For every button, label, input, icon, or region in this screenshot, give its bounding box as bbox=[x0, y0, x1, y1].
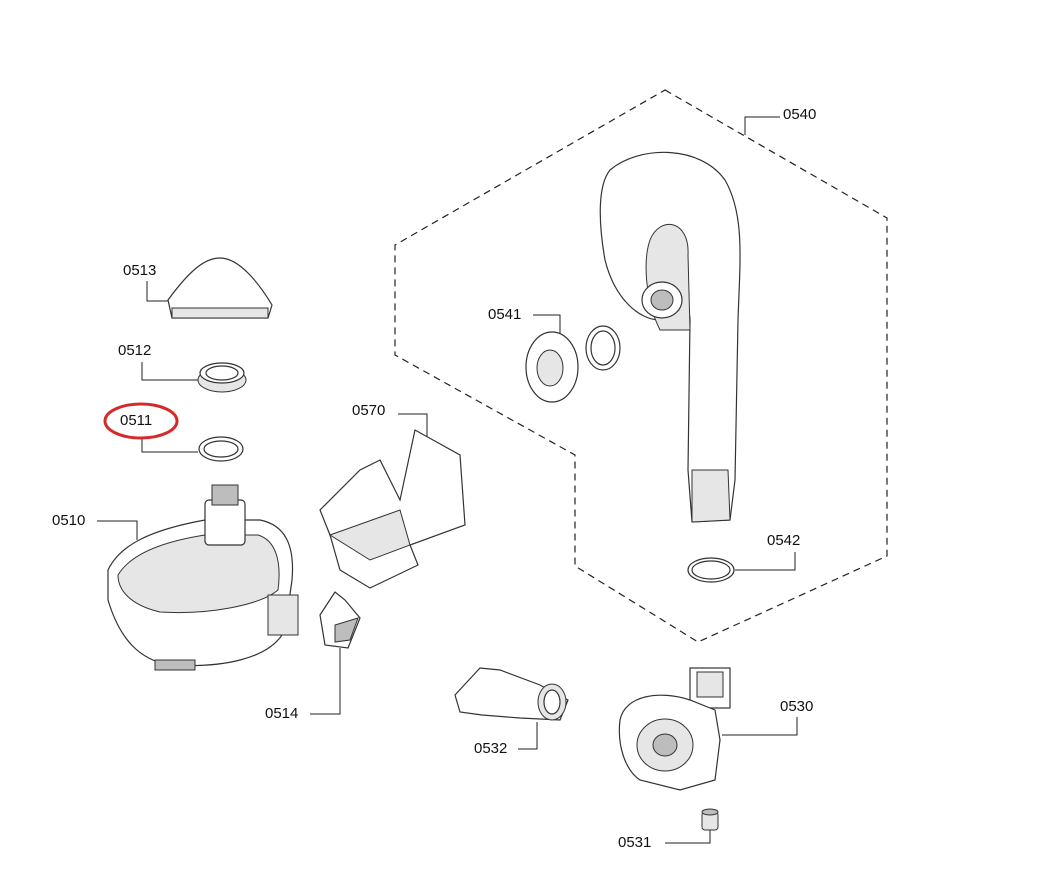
part-0513-cap bbox=[167, 257, 273, 319]
part-label-0542[interactable]: 0542 bbox=[767, 532, 801, 549]
part-0542-seal-ring bbox=[687, 557, 735, 583]
part-0532-connector bbox=[454, 667, 569, 721]
part-label-0512[interactable]: 0512 bbox=[118, 342, 152, 359]
part-label-0511[interactable]: 0511 bbox=[120, 412, 153, 429]
part-0514-clip bbox=[319, 591, 361, 649]
part-label-0541[interactable]: 0541 bbox=[488, 306, 522, 323]
part-0570-bracket bbox=[319, 429, 466, 589]
part-0530-pump bbox=[618, 667, 731, 791]
part-label-0532[interactable]: 0532 bbox=[474, 740, 508, 757]
part-0512-threaded-ring bbox=[197, 362, 247, 393]
part-label-0530[interactable]: 0530 bbox=[780, 698, 814, 715]
leader-lines bbox=[97, 116, 798, 844]
assembly-0540-boundary bbox=[394, 89, 888, 643]
part-0531-plug bbox=[701, 808, 719, 831]
part-0511-seal-ring bbox=[198, 436, 244, 462]
part-label-0540[interactable]: 0540 bbox=[783, 106, 817, 123]
part-0541-impeller-and-ring bbox=[525, 325, 621, 403]
part-label-0531[interactable]: 0531 bbox=[618, 834, 652, 851]
highlight-circle-0511 bbox=[103, 402, 179, 440]
part-label-0510[interactable]: 0510 bbox=[52, 512, 86, 529]
part-0510-salt-reservoir bbox=[107, 484, 299, 671]
part-label-0514[interactable]: 0514 bbox=[265, 705, 299, 722]
part-label-0513[interactable]: 0513 bbox=[123, 262, 157, 279]
part-label-0570[interactable]: 0570 bbox=[352, 402, 386, 419]
part-0540-duct bbox=[599, 151, 741, 523]
